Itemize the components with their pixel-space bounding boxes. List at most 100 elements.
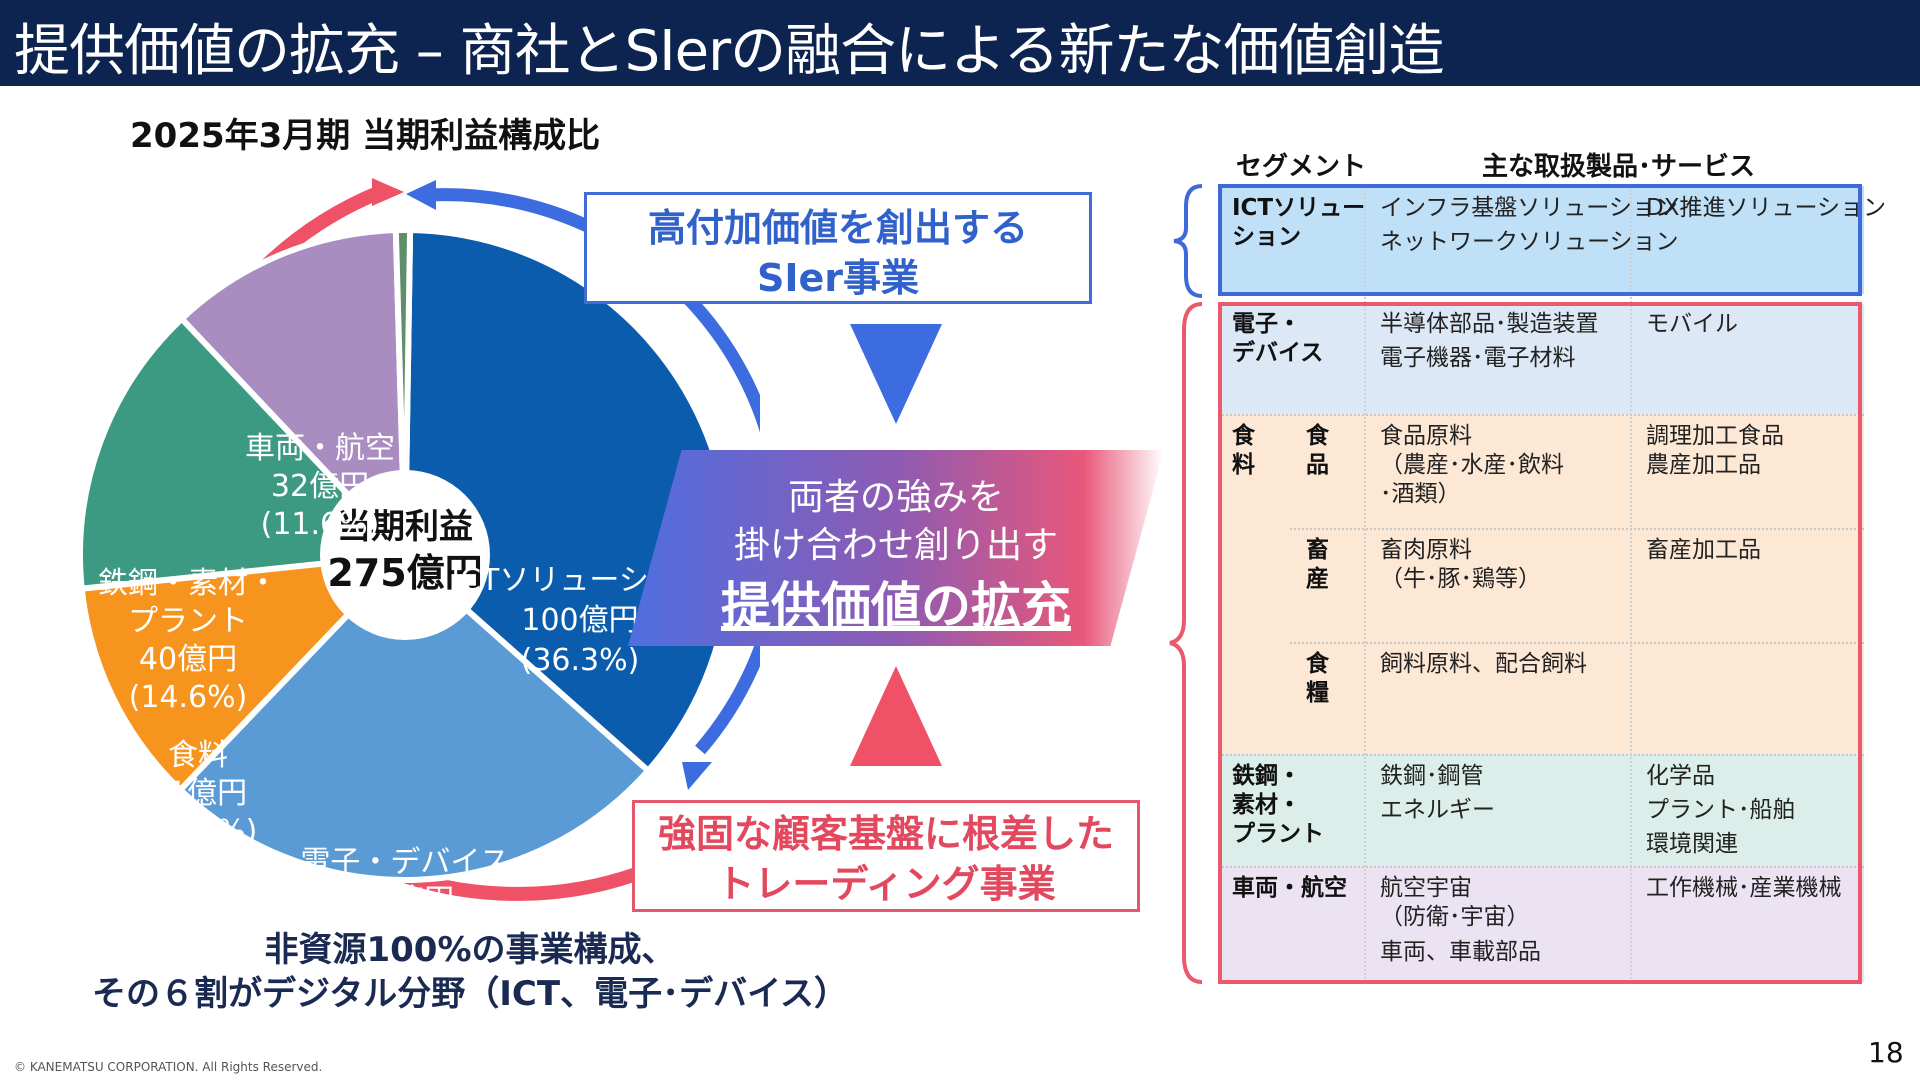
pie-slice-label: (11.2%): [139, 814, 258, 849]
product-item: ネットワークソリューション: [1380, 229, 1679, 255]
value-banner: 両者の強みを 掛け合わせ創り出す 提供価値の拡充: [628, 450, 1164, 646]
pie-labels: ICTソリューション100億円(36.3%)電子・デバイス70億円(25.6%)…: [98, 431, 709, 910]
product-item: 工作機械･産業機械: [1646, 875, 1842, 901]
column-divider: [1630, 186, 1632, 982]
slide-title: 提供価値の拡充 – 商社とSIerの融合による新たな価値創造: [14, 19, 1444, 84]
product-item: 畜肉原料: [1380, 537, 1472, 563]
product-item: 半導体部品･製造装置: [1380, 311, 1599, 337]
bottom-note-line1: 非資源100%の事業構成、: [264, 930, 676, 970]
product-item: プラント･船舶: [1646, 797, 1796, 823]
trading-highlight-frame: [1218, 302, 1862, 984]
pie-center-hole: [320, 470, 490, 640]
pie-slice-label: (11.6%): [261, 507, 380, 542]
page-number: 18: [1868, 1036, 1904, 1069]
segment-name-line1: 鉄鋼・: [1232, 763, 1301, 789]
segment-name-line1: ICTソリュー: [1232, 195, 1366, 221]
blue-arrowhead-top: [406, 180, 436, 210]
pie-slice-label: 食料: [168, 738, 228, 773]
product-item: 航空宇宙: [1380, 875, 1472, 901]
pie-slice: [177, 227, 409, 563]
product-item: エネルギー: [1380, 797, 1495, 823]
row-divider: [1290, 642, 1864, 644]
product-item: 化学品: [1646, 763, 1715, 789]
segment-name-line2: 素材・: [1232, 792, 1301, 818]
column-header-segment: セグメント: [1236, 152, 1367, 182]
blue-arrowhead-bottom: [682, 762, 712, 790]
down-triangle-icon: [850, 324, 942, 424]
row-divider: [1222, 754, 1864, 756]
product-item: （農産･水産･飲料: [1380, 452, 1564, 478]
banner-line1: 両者の強みを: [787, 477, 1004, 518]
segment-name-line1: 食: [1232, 423, 1255, 449]
trading-callout: 強固な顧客基盤に根差した トレーディング事業: [632, 800, 1140, 912]
center-label: 当期利益: [337, 507, 473, 547]
subsegment-food-line2: 品: [1306, 452, 1329, 478]
trading-callout-line1: 強固な顧客基盤に根差した: [657, 812, 1114, 856]
segment-name-line2: 料: [1232, 452, 1255, 478]
table-row-electronics: 電子・ デバイス 半導体部品･製造装置 電子機器･電子材料 モバイル: [1222, 304, 1864, 414]
product-item: インフラ基盤ソリューション: [1380, 195, 1678, 221]
product-item: 農産加工品: [1646, 452, 1761, 478]
product-item: 環境関連: [1646, 831, 1738, 857]
trading-callout-line2: トレーディング事業: [716, 862, 1056, 906]
blue-brace-icon: [1173, 184, 1203, 298]
row-divider: [1290, 528, 1864, 530]
pie-slice-label: (14.6%): [129, 680, 248, 715]
segment-name-line1: 電子・: [1232, 311, 1301, 337]
subsegment-grain-line1: 食: [1306, 651, 1329, 677]
subsegment-livestock-line1: 畜: [1306, 537, 1329, 563]
product-item: ･酒類）: [1380, 481, 1461, 507]
product-item: 飼料原料、配合飼料: [1380, 651, 1587, 677]
product-item: （牛･豚･鶏等）: [1380, 566, 1541, 592]
segment-name-line3: プラント: [1232, 821, 1324, 847]
header-bar: 提供価値の拡充 – 商社とSIerの融合による新たな価値創造: [0, 0, 1920, 86]
copyright: © KANEMATSU CORPORATION. All Rights Rese…: [14, 1060, 323, 1074]
pie-slice-label: 70億円: [356, 883, 454, 910]
profit-pie-chart: 当期利益 275億円 ICTソリューション100億円(36.3%)電子・デバイス…: [77, 178, 760, 910]
red-arrowhead: [372, 178, 404, 206]
blue-cycle-arc: [429, 188, 760, 755]
product-item: DX推進ソリューション: [1646, 195, 1887, 221]
product-item: 畜産加工品: [1646, 537, 1761, 563]
table-row-food: 食 料 食 品 食品原料 （農産･水産･飲料 ･酒類） 調理加工食品 農産加工品…: [1222, 414, 1864, 754]
up-triangle-icon: [850, 666, 942, 766]
product-item: 電子機器･電子材料: [1380, 345, 1576, 371]
pie-slice: [392, 227, 414, 556]
product-item: 鉄鋼･鋼管: [1380, 763, 1484, 789]
product-item: 調理加工食品: [1646, 423, 1784, 449]
row-divider: [1222, 866, 1864, 868]
banner-line2: 掛け合わせ創り出す: [733, 525, 1058, 566]
subsegment-livestock-line2: 産: [1306, 566, 1329, 592]
pie-slice-label: プラント: [128, 604, 248, 639]
product-item: （防衛･宇宙）: [1380, 904, 1530, 930]
bottom-note-line2: その６割がデジタル分野（ICT、電子･デバイス）: [91, 974, 849, 1014]
red-brace-icon: [1169, 302, 1203, 984]
product-item: 車両、車載部品: [1380, 939, 1541, 965]
pie-slice-label: 車両・航空: [245, 431, 395, 466]
sier-callout-line1: 高付加価値を創出する: [647, 206, 1028, 250]
pie-slice: [176, 550, 653, 883]
sier-callout-line2: SIer事業: [756, 256, 920, 300]
pie-slice-label: 100億円: [521, 603, 638, 638]
table-row-steel: 鉄鋼・ 素材・ プラント 鉄鋼･鋼管 エネルギー 化学品 プラント･船舶 環境関…: [1222, 754, 1864, 866]
pie-slice-label: 鉄鋼・素材・: [98, 566, 278, 601]
segment-name-line1: 車両・航空: [1232, 875, 1347, 901]
segment-name-line2: ション: [1232, 224, 1301, 250]
pie-slice-label: 40億円: [139, 642, 237, 677]
segment-name-line2: デバイス: [1232, 340, 1324, 366]
column-divider: [1364, 186, 1366, 982]
fiscal-label: 2025年3月期 当期利益構成比: [130, 116, 601, 156]
pie-slices: [77, 226, 733, 883]
pie-slice: [78, 551, 413, 795]
sier-callout: 高付加価値を創出する SIer事業: [584, 192, 1092, 304]
subsegment-food-line1: 食: [1306, 423, 1329, 449]
pie-slice-label: (36.3%): [521, 643, 640, 678]
center-value: 275億円: [327, 551, 482, 595]
pie-slice-label: 31億円: [149, 776, 247, 811]
row-divider: [1222, 414, 1864, 416]
pie-slice: [77, 314, 412, 592]
ict-highlight-frame: [1218, 184, 1862, 296]
banner-line3: 提供価値の拡充: [721, 577, 1071, 635]
pie-slice-label: 電子・デバイス: [300, 845, 509, 880]
pie-slice-label: 32億円: [271, 469, 369, 504]
